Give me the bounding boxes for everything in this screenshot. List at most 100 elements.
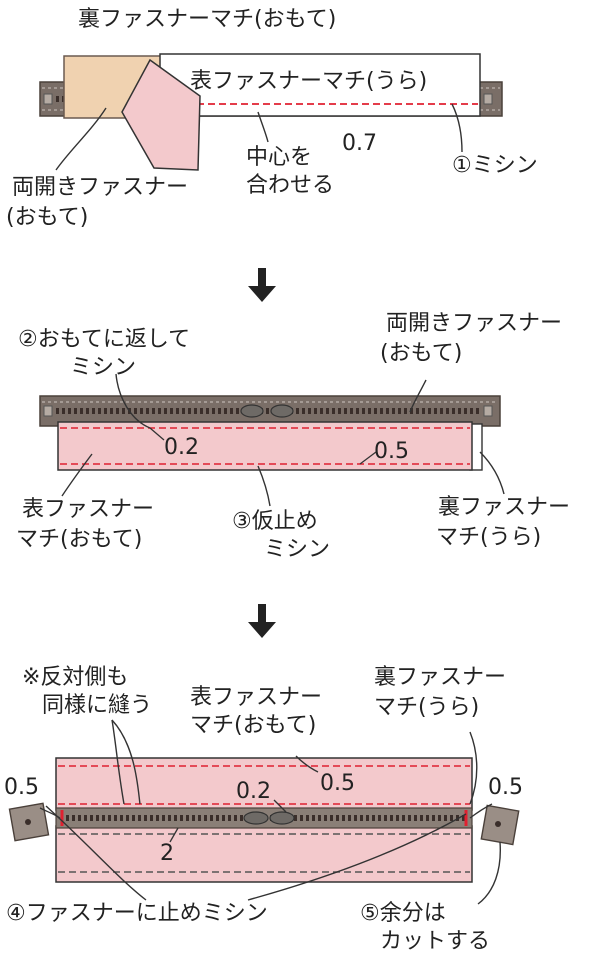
zipper-tooth xyxy=(234,815,237,821)
zipper-tooth xyxy=(422,408,425,414)
zipper-tooth xyxy=(158,408,161,414)
arrow-down-2 xyxy=(248,604,276,638)
zipper-tooth xyxy=(384,815,387,821)
zipper-tooth xyxy=(210,815,213,821)
zipper-tooth xyxy=(342,815,345,821)
zipper-tooth xyxy=(62,408,65,414)
zipper-tooth xyxy=(344,408,347,414)
step2-leader-back-tape xyxy=(479,451,505,495)
zipper-tooth xyxy=(306,815,309,821)
step2-zipper-slider-left xyxy=(240,404,264,418)
step3-leader-measure-right xyxy=(469,803,493,819)
zipper-tooth xyxy=(176,408,179,414)
step3-other-side-label-2: 同様に縫う xyxy=(42,693,153,718)
zipper-tooth xyxy=(162,815,165,821)
step2-leader-measure-b xyxy=(359,451,377,465)
zipper-tooth xyxy=(434,408,437,414)
step1-folded-flap xyxy=(121,58,201,171)
zipper-tooth xyxy=(182,408,185,414)
zipper-tooth xyxy=(404,408,407,414)
zipper-tooth xyxy=(372,815,375,821)
step3-measure-gap: 2 xyxy=(160,841,174,866)
zipper-tooth xyxy=(216,815,219,821)
zipper-tooth xyxy=(336,815,339,821)
step2-zipper-stop-left xyxy=(43,405,53,417)
step2-baste-label-2: ミシン xyxy=(264,537,331,562)
step3-cut-label-2: カットする xyxy=(380,929,491,954)
step3-leader-measure-gap xyxy=(169,827,179,843)
step1-back-tape-label: 裏ファスナーマチ(おもて) xyxy=(78,7,337,32)
step3-leader-stop-left xyxy=(45,805,147,901)
step1-illustration xyxy=(39,53,503,171)
zipper-tooth xyxy=(326,408,329,414)
zipper-tooth xyxy=(110,408,113,414)
zipper-tooth xyxy=(92,408,95,414)
zipper-tooth xyxy=(390,815,393,821)
zipper-tooth xyxy=(56,96,59,102)
step3-zipper-teeth xyxy=(66,815,465,821)
zipper-tooth xyxy=(300,815,303,821)
step3-leader-front-tape xyxy=(295,755,319,773)
zipper-tooth xyxy=(348,815,351,821)
zipper-tooth xyxy=(350,408,353,414)
zipper-tooth xyxy=(170,408,173,414)
zipper-tooth xyxy=(410,408,413,414)
step1-sew-label: ①ミシン xyxy=(452,153,538,178)
step2-flip-label-1: ②おもてに返して xyxy=(18,327,191,352)
step3-stop-sew-label: ④ファスナーに止めミシン xyxy=(6,901,268,926)
zipper-tooth xyxy=(368,408,371,414)
zipper-tooth xyxy=(440,408,443,414)
zipper-tooth xyxy=(198,815,201,821)
step3-leader-other-b xyxy=(111,719,141,805)
step2-zipper-stop-right xyxy=(483,405,493,417)
zipper-tooth xyxy=(432,815,435,821)
step1-zipper-stop-right xyxy=(483,93,493,105)
zipper-tooth xyxy=(122,408,125,414)
step1-leader-sew xyxy=(451,103,463,153)
zipper-tooth xyxy=(206,408,209,414)
zipper-tooth xyxy=(86,408,89,414)
step3-other-side-label-1: ※反対側も xyxy=(22,665,129,690)
zipper-tooth xyxy=(396,815,399,821)
zipper-tooth xyxy=(386,408,389,414)
step2-leader-baste xyxy=(257,465,271,507)
zipper-tooth xyxy=(354,815,357,821)
step3-leader-other-a xyxy=(111,719,125,805)
step2-flip-label-2: ミシン xyxy=(70,355,137,380)
zipper-tooth xyxy=(444,815,447,821)
step2-front-tape-label-1: 表ファスナー xyxy=(22,497,155,522)
zipper-tooth xyxy=(320,408,323,414)
step2-leader-front-tape xyxy=(61,453,93,497)
zipper-tooth xyxy=(194,408,197,414)
step3-cut-piece-left-tooth xyxy=(25,819,31,825)
zipper-tooth xyxy=(392,408,395,414)
step2-back-tape-label-1: 裏ファスナー xyxy=(438,495,571,520)
step3-cut-label-1: ⑤余分は xyxy=(360,901,446,926)
zipper-tooth xyxy=(462,815,465,821)
zipper-tooth xyxy=(374,408,377,414)
step3-leader-stop-right xyxy=(247,813,467,901)
zipper-tooth xyxy=(318,815,321,821)
zipper-tooth xyxy=(132,815,135,821)
zipper-tooth xyxy=(458,408,461,414)
zipper-tooth xyxy=(360,815,363,821)
step2-illustration xyxy=(39,373,505,507)
zipper-tooth xyxy=(200,408,203,414)
zipper-tooth xyxy=(120,815,123,821)
step3-zipper-slider-right xyxy=(269,811,295,825)
zipper-tooth xyxy=(420,815,423,821)
step1-zipper-label-2: (おもて) xyxy=(6,205,89,230)
step1-zipper-stop-left xyxy=(43,93,53,105)
zipper-tooth xyxy=(72,815,75,821)
zipper-tooth xyxy=(230,408,233,414)
step1-zipper-label-1: 両開きファスナー xyxy=(12,175,189,200)
step3-cut-piece-right-tooth xyxy=(495,821,501,827)
step2-leader-zipper xyxy=(409,379,427,413)
step1-front-tape-fabric xyxy=(159,53,481,117)
step3-back-tape-label-1: 裏ファスナー xyxy=(374,665,507,690)
zipper-tooth xyxy=(80,408,83,414)
step2-baste-label-1: ③仮止め xyxy=(232,509,318,534)
step2-front-tape-fabric xyxy=(57,421,473,471)
step3-leader-measure-center xyxy=(273,799,287,813)
zipper-tooth xyxy=(114,815,117,821)
